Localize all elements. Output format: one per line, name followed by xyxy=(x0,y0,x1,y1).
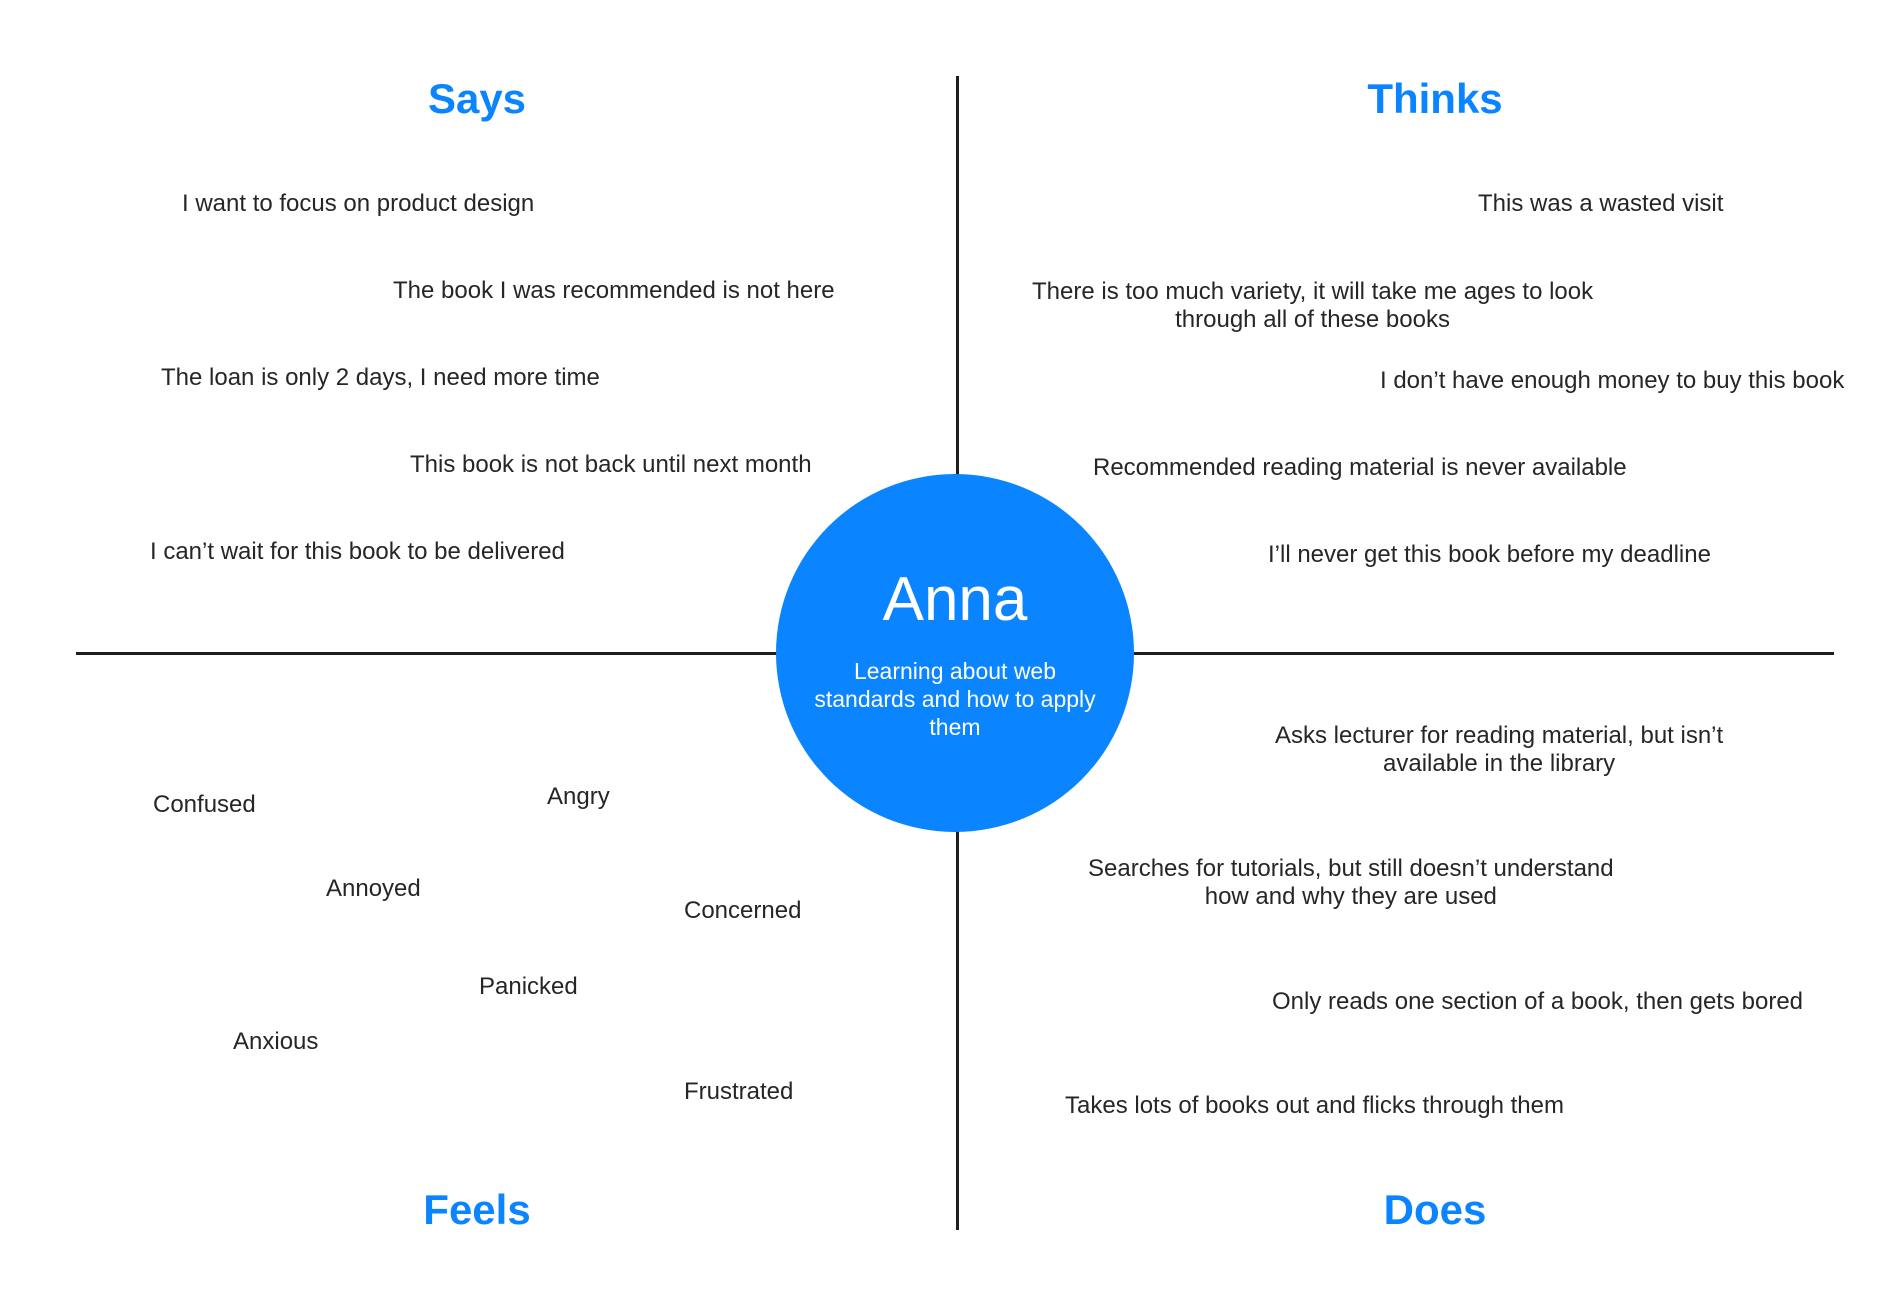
says-note: This book is not back until next month xyxy=(410,451,812,478)
says-note: I can’t wait for this book to be deliver… xyxy=(150,538,565,565)
does-heading: Does xyxy=(1383,1186,1487,1233)
does-note: Takes lots of books out and flicks throu… xyxy=(1065,1092,1564,1119)
feels-note: Annoyed xyxy=(326,875,421,902)
feels-note: Panicked xyxy=(479,973,578,1000)
persona-circle: Anna Learning about web standards and ho… xyxy=(776,474,1134,832)
feels-heading: Feels xyxy=(423,1186,531,1233)
thinks-heading: Thinks xyxy=(1367,75,1503,122)
does-note: Asks lecturer for reading material, but … xyxy=(1275,722,1724,777)
persona-name: Anna xyxy=(882,565,1028,634)
says-note: I want to focus on product design xyxy=(182,190,535,217)
thinks-note: I’ll never get this book before my deadl… xyxy=(1268,541,1711,568)
thinks-note: I don’t have enough money to buy this bo… xyxy=(1380,367,1845,394)
thinks-note: There is too much variety, it will take … xyxy=(1032,278,1594,333)
does-note: Searches for tutorials, but still doesn’… xyxy=(1088,855,1614,910)
says-note: The book I was recommended is not here xyxy=(393,277,835,304)
persona-goal: Learning about web standards and how to … xyxy=(814,658,1096,740)
thinks-note: This was a wasted visit xyxy=(1478,190,1724,217)
feels-note: Frustrated xyxy=(684,1078,794,1105)
feels-note: Concerned xyxy=(684,897,802,924)
feels-note: Angry xyxy=(547,783,610,810)
feels-note: Confused xyxy=(153,791,256,818)
thinks-note: Recommended reading material is never av… xyxy=(1093,454,1627,481)
says-note: The loan is only 2 days, I need more tim… xyxy=(161,364,600,391)
does-note: Only reads one section of a book, then g… xyxy=(1272,988,1804,1015)
says-heading: Says xyxy=(427,75,527,122)
feels-note: Anxious xyxy=(233,1028,319,1055)
